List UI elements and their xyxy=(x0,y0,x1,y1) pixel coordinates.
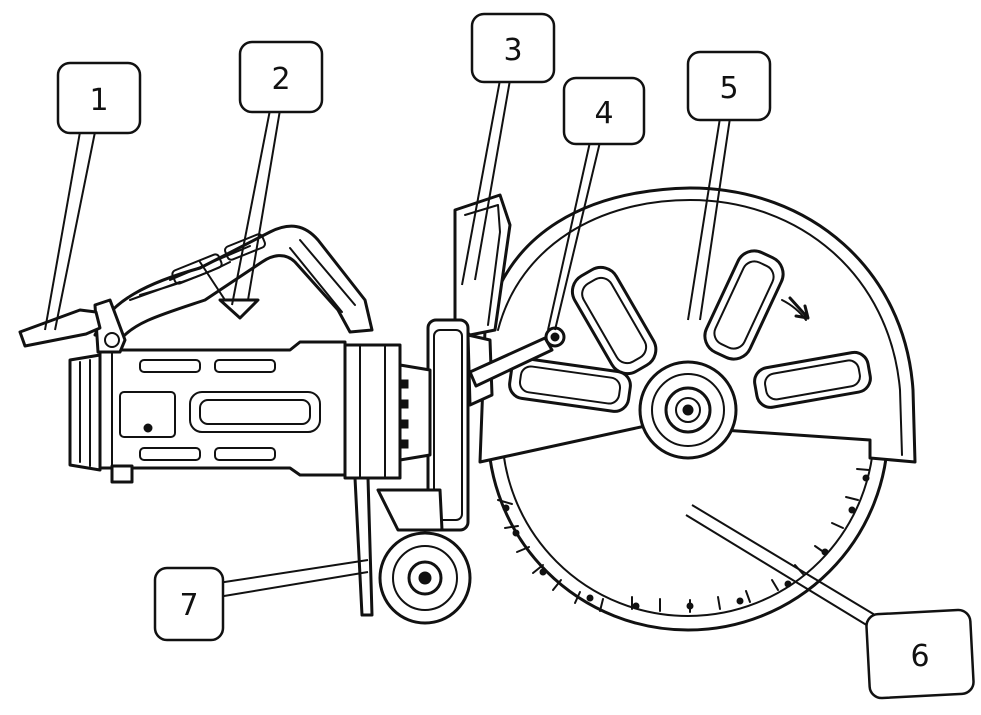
callout-6: 6 xyxy=(865,608,975,700)
svg-text:3: 3 xyxy=(503,33,522,68)
depth-adjust-rod xyxy=(468,326,566,388)
svg-text:1: 1 xyxy=(89,83,108,118)
callout-4: 4 xyxy=(562,76,646,146)
wheel-assembly xyxy=(353,476,472,625)
callout-2: 2 xyxy=(238,40,324,114)
callout-1: 1 xyxy=(56,61,142,135)
main-handle xyxy=(93,224,374,354)
svg-text:5: 5 xyxy=(719,71,738,106)
callout-5: 5 xyxy=(686,50,772,122)
svg-text:4: 4 xyxy=(594,96,613,131)
svg-text:6: 6 xyxy=(910,639,929,674)
motor-housing xyxy=(68,340,432,484)
blade-arbor xyxy=(638,360,738,460)
blade-guard xyxy=(478,186,917,464)
svg-text:7: 7 xyxy=(179,588,198,623)
guard-slot xyxy=(508,357,632,413)
rotation-arrow-icon xyxy=(788,296,810,320)
guard-slot xyxy=(703,249,785,361)
power-cord xyxy=(18,308,102,348)
callout-leaders xyxy=(44,79,881,633)
svg-text:2: 2 xyxy=(271,62,290,97)
guard-slot xyxy=(753,350,872,409)
callout-7: 7 xyxy=(153,566,225,642)
guard-slot xyxy=(570,265,658,376)
callout-3: 3 xyxy=(470,12,556,84)
